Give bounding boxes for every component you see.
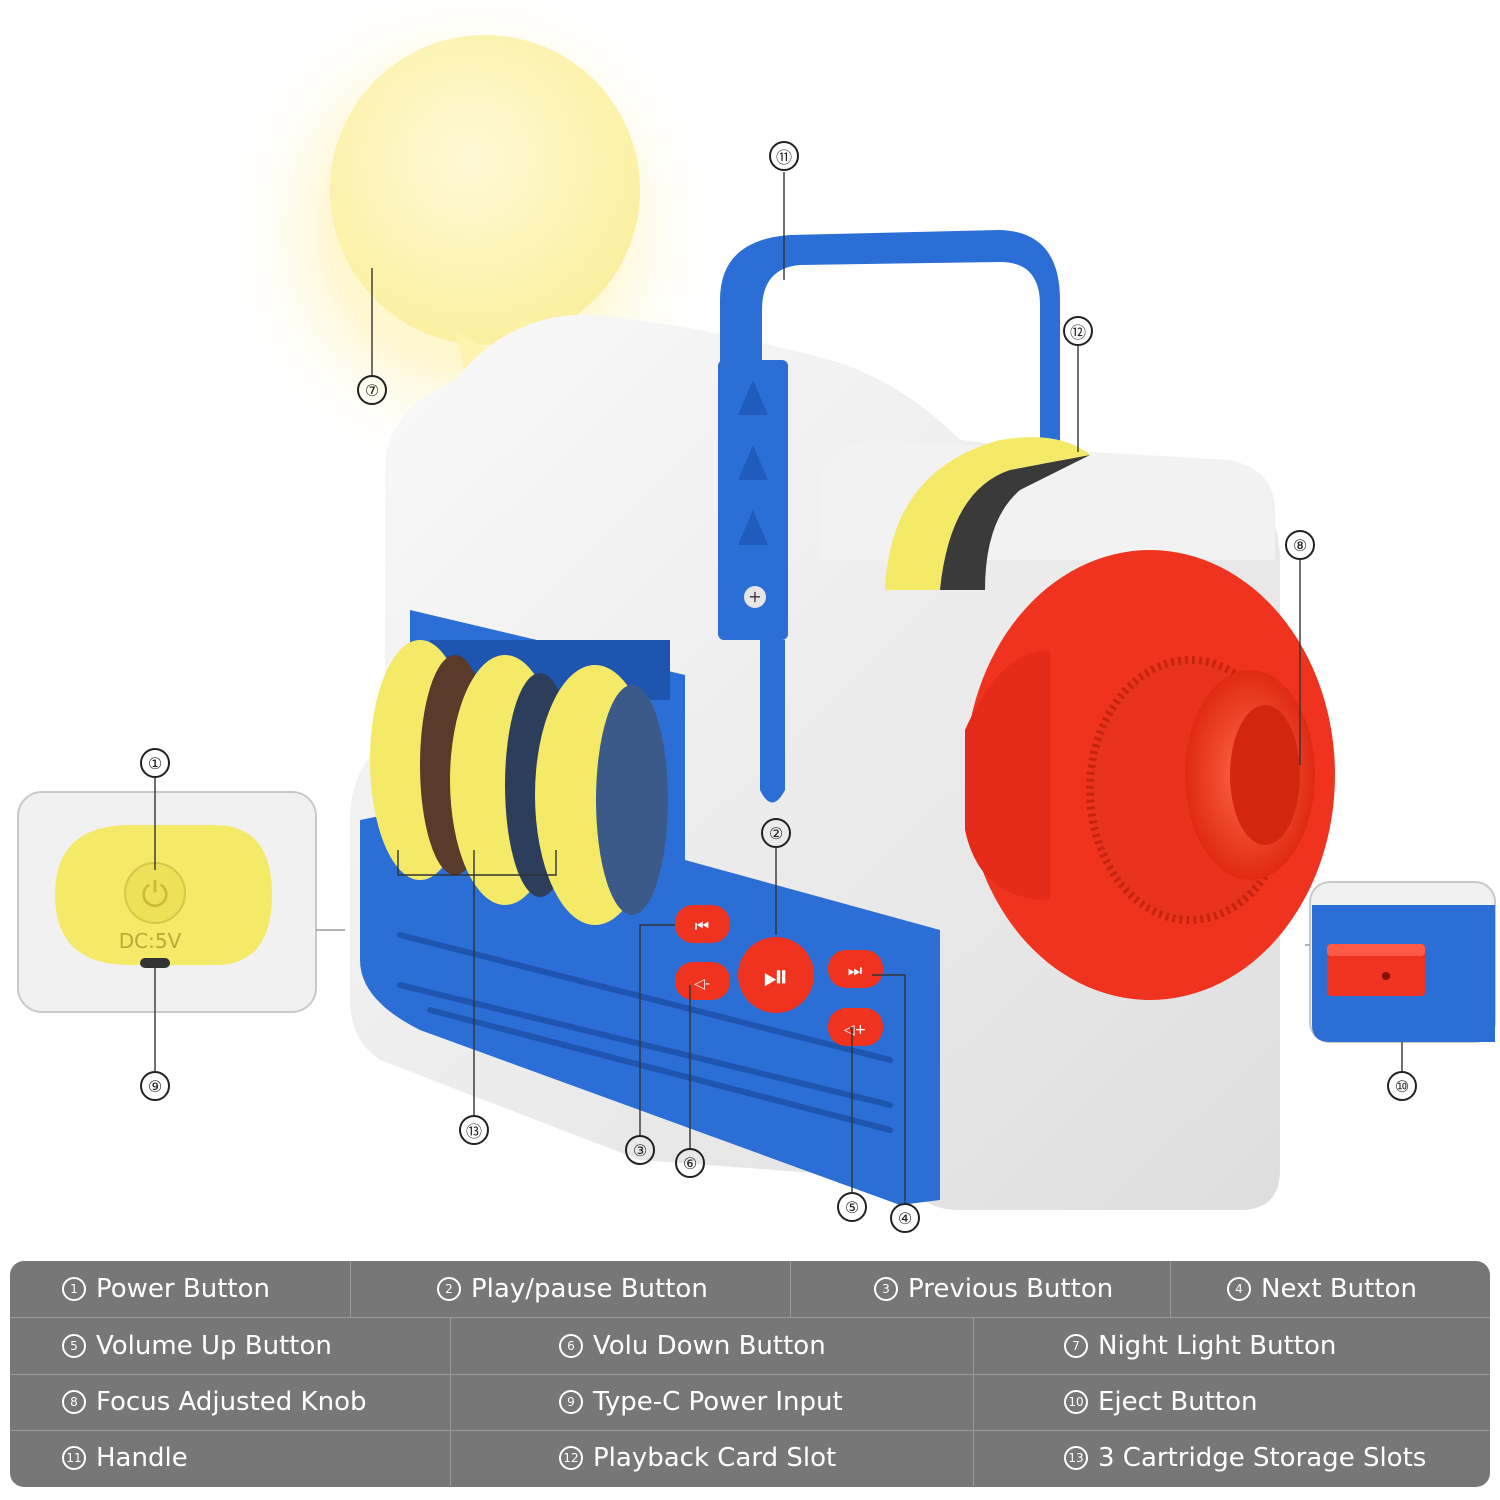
legend-label: 3 Cartridge Storage Slots xyxy=(1098,1443,1427,1473)
volume-down-button[interactable]: ◁- xyxy=(675,962,730,1000)
handle[interactable]: + xyxy=(718,230,1060,803)
next-button[interactable]: ⏭ xyxy=(828,950,883,988)
legend-item-6: 6 Volu Down Button xyxy=(450,1318,826,1374)
legend-label: Power Button xyxy=(96,1274,270,1304)
eject-button[interactable] xyxy=(1327,944,1425,996)
power-button[interactable]: ⏻ xyxy=(124,862,186,924)
svg-text:◁+: ◁+ xyxy=(844,1022,867,1038)
svg-text:⏮: ⏮ xyxy=(695,916,709,935)
callout-13: ⑬ xyxy=(459,1115,489,1145)
legend-item-5: 5 Volume Up Button xyxy=(62,1318,332,1374)
callout-4: ④ xyxy=(890,1203,920,1233)
legend-label: Volu Down Button xyxy=(593,1331,826,1361)
legend-item-4: 4 Next Button xyxy=(1170,1261,1417,1317)
svg-text:⏯: ⏯ xyxy=(763,957,789,995)
legend-item-8: 8 Focus Adjusted Knob xyxy=(62,1374,367,1430)
leader-lines xyxy=(154,172,1403,1203)
legend-number: 2 xyxy=(437,1277,461,1301)
legend-number: 3 xyxy=(874,1277,898,1301)
legend-item-1: 1 Power Button xyxy=(62,1261,270,1317)
callout-1: ① xyxy=(140,748,170,778)
legend-label: Eject Button xyxy=(1098,1387,1258,1417)
power-inset: ⏻ DC:5V xyxy=(17,791,345,1013)
legend-table: 1 Power Button 2 Play/pause Button 3 Pre… xyxy=(10,1261,1490,1487)
callout-2: ② xyxy=(761,818,791,848)
previous-button[interactable]: ⏮ xyxy=(675,905,730,943)
svg-text:⏭: ⏭ xyxy=(848,961,862,980)
legend-label: Playback Card Slot xyxy=(593,1443,837,1473)
legend-row-4: 11 Handle 12 Playback Card Slot 13 3 Car… xyxy=(10,1430,1490,1486)
legend-label: Previous Button xyxy=(908,1274,1114,1304)
play-pause-button[interactable]: ⏯ xyxy=(738,937,814,1013)
callout-5: ⑤ xyxy=(837,1192,867,1222)
callout-3: ③ xyxy=(625,1135,655,1165)
legend-number: 11 xyxy=(62,1446,86,1470)
legend-number: 10 xyxy=(1064,1390,1088,1414)
legend-label: Focus Adjusted Knob xyxy=(96,1387,367,1417)
legend-label: Night Light Button xyxy=(1098,1331,1337,1361)
eject-inset xyxy=(1305,881,1496,1043)
legend-item-12: 12 Playback Card Slot xyxy=(450,1430,836,1486)
playback-card-slot[interactable] xyxy=(885,437,1090,590)
type-c-port[interactable] xyxy=(140,958,170,968)
legend-row-1: 1 Power Button 2 Play/pause Button 3 Pre… xyxy=(10,1261,1490,1318)
legend-number: 12 xyxy=(559,1446,583,1470)
legend-number: 5 xyxy=(62,1334,86,1358)
cartridge-storage-slots xyxy=(360,610,940,1205)
callout-9: ⑨ xyxy=(140,1071,170,1101)
legend-item-7: 7 Night Light Button xyxy=(973,1318,1336,1374)
callout-10: ⑩ xyxy=(1387,1071,1417,1101)
legend-number: 4 xyxy=(1227,1277,1251,1301)
svg-text:+: + xyxy=(748,587,761,606)
callout-11: ⑪ xyxy=(769,141,799,171)
legend-label: Type-C Power Input xyxy=(593,1387,843,1417)
legend-number: 9 xyxy=(559,1390,583,1414)
callout-6: ⑥ xyxy=(675,1148,705,1178)
legend-item-3: 3 Previous Button xyxy=(790,1261,1113,1317)
svg-text:⏻: ⏻ xyxy=(142,875,169,915)
legend-item-11: 11 Handle xyxy=(62,1430,188,1486)
legend-item-10: 10 Eject Button xyxy=(973,1374,1258,1430)
legend-item-9: 9 Type-C Power Input xyxy=(450,1374,843,1430)
svg-text:◁-: ◁- xyxy=(694,976,710,992)
legend-item-13: 13 3 Cartridge Storage Slots xyxy=(973,1430,1426,1486)
legend-number: 6 xyxy=(559,1334,583,1358)
callout-12: ⑫ xyxy=(1063,316,1093,346)
legend-label: Play/pause Button xyxy=(471,1274,708,1304)
legend-label: Volume Up Button xyxy=(96,1331,332,1361)
cartridge-3[interactable] xyxy=(535,665,668,925)
callout-7: ⑦ xyxy=(357,375,387,405)
legend-number: 1 xyxy=(62,1277,86,1301)
legend-label: Handle xyxy=(96,1443,188,1473)
projector-illustration: + xyxy=(17,0,1496,1211)
legend-row-2: 5 Volume Up Button 6 Volu Down Button 7 … xyxy=(10,1318,1490,1375)
legend-number: 13 xyxy=(1064,1446,1088,1470)
legend-number: 7 xyxy=(1064,1334,1088,1358)
legend-item-2: 2 Play/pause Button xyxy=(350,1261,708,1317)
focus-adjusted-knob[interactable] xyxy=(965,550,1335,1000)
product-diagram: + xyxy=(17,0,1496,1233)
legend-row-3: 8 Focus Adjusted Knob 9 Type-C Power Inp… xyxy=(10,1374,1490,1431)
legend-label: Next Button xyxy=(1261,1274,1417,1304)
legend-number: 8 xyxy=(62,1390,86,1414)
callout-8: ⑧ xyxy=(1285,530,1315,560)
volume-up-button[interactable]: ◁+ xyxy=(828,1008,883,1046)
dc-label: DC:5V xyxy=(119,929,182,953)
